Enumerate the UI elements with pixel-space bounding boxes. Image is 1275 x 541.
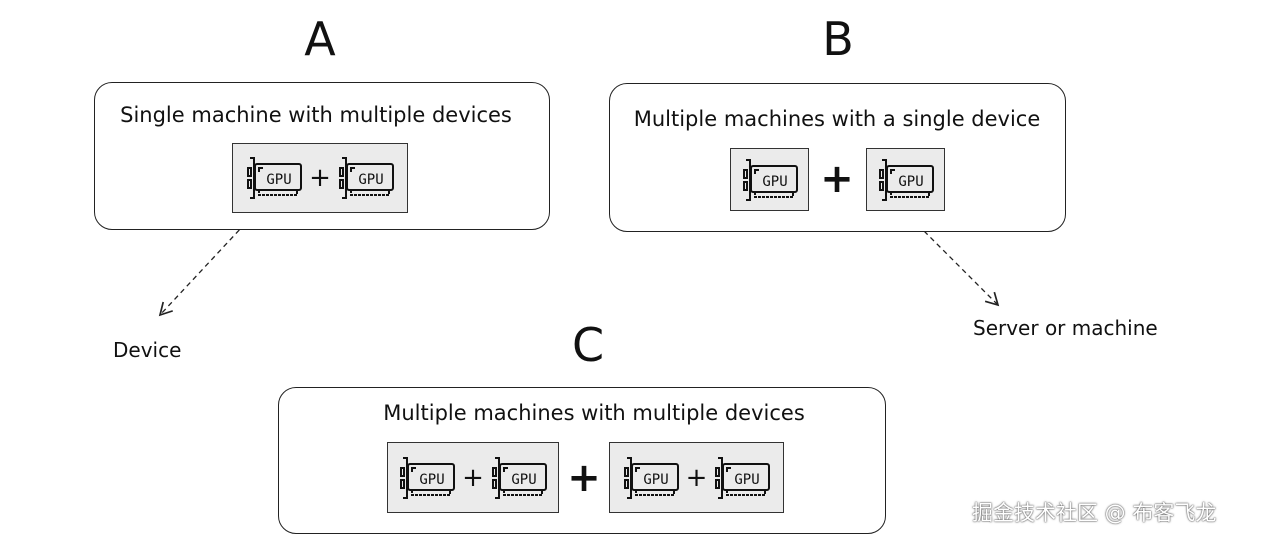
gpu-card-icon: GPU xyxy=(490,456,548,500)
panel-b-letter: B xyxy=(822,12,854,66)
machine-box: GPU xyxy=(730,148,809,211)
gpu-card-icon: GPU xyxy=(741,158,799,202)
panel-b-title: Multiple machines with a single device xyxy=(633,107,1041,131)
plus-sign: + xyxy=(685,462,708,493)
svg-text:GPU: GPU xyxy=(266,172,291,188)
plus-sign: + xyxy=(462,462,484,493)
svg-text:GPU: GPU xyxy=(511,472,536,488)
gpu-card-icon: GPU xyxy=(337,156,395,200)
plus-sign: + xyxy=(309,163,331,193)
svg-text:GPU: GPU xyxy=(762,174,787,190)
plus-sign: + xyxy=(820,156,854,202)
panel-b-box xyxy=(609,83,1066,232)
panel-c-box xyxy=(278,387,886,534)
gpu-card-icon: GPU xyxy=(713,456,771,500)
server-label: Server or machine xyxy=(973,316,1158,340)
svg-text:GPU: GPU xyxy=(643,472,668,488)
watermark: 掘金技术社区 @ 布客飞龙 xyxy=(972,501,1217,525)
panel-a-letter: A xyxy=(304,12,336,66)
machine-box: GPU + GPU xyxy=(232,143,408,213)
gpu-card-icon: GPU xyxy=(877,158,935,202)
svg-text:GPU: GPU xyxy=(358,172,383,188)
svg-text:GPU: GPU xyxy=(419,472,444,488)
gpu-card-icon: GPU xyxy=(398,456,456,500)
panel-a-title: Single machine with multiple devices xyxy=(120,103,512,127)
machine-box: GPU xyxy=(866,148,945,211)
machine-box: GPU + GPU xyxy=(609,442,784,513)
plus-sign: + xyxy=(567,455,601,501)
svg-text:GPU: GPU xyxy=(898,174,923,190)
panel-c-title: Multiple machines with multiple devices xyxy=(383,401,805,425)
device-label: Device xyxy=(113,338,182,362)
panel-c-letter: C xyxy=(571,318,605,372)
svg-text:GPU: GPU xyxy=(735,472,760,488)
gpu-card-icon: GPU xyxy=(622,456,680,500)
gpu-card-icon: GPU xyxy=(245,156,303,200)
machine-box: GPU + GPU xyxy=(387,442,559,513)
